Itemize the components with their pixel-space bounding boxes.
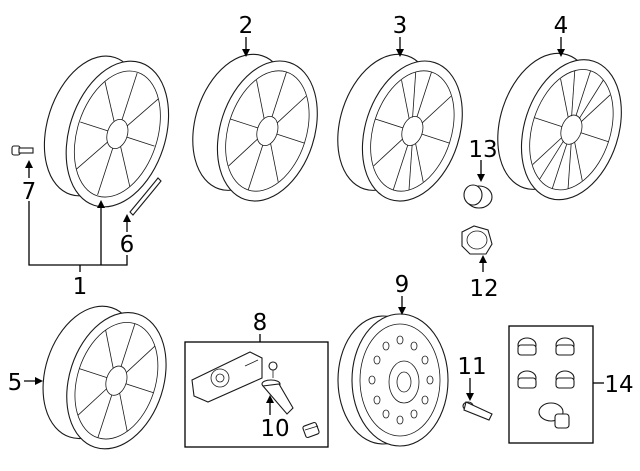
wheel-lock-kit-box [508, 325, 594, 444]
callout-10: 10 [260, 416, 289, 442]
wheel-5 [42, 305, 167, 450]
callout-8: 8 [253, 310, 268, 336]
lug-bolt-7 [11, 145, 34, 156]
wheel-3 [337, 53, 463, 202]
callout-9: 9 [395, 272, 410, 298]
leader-lines [24, 37, 604, 415]
spare-wheel-9 [337, 313, 449, 447]
wheel-lock-nut-set [517, 337, 575, 389]
callout-11: 11 [457, 354, 486, 380]
wheel-4 [497, 52, 622, 201]
valve-stem-10 [261, 379, 294, 415]
tpms-kit-box [184, 341, 329, 448]
valve-stem-11 [462, 401, 493, 421]
callout-12: 12 [469, 276, 498, 302]
trim-strip-6 [129, 177, 162, 216]
callout-13: 13 [468, 137, 497, 163]
center-cap-13 [463, 184, 493, 209]
callout-2: 2 [239, 13, 254, 39]
callout-7: 7 [22, 179, 37, 205]
lug-nut-12 [461, 225, 493, 255]
wheel-2 [192, 53, 318, 202]
callout-4: 4 [554, 13, 569, 39]
callout-1: 1 [73, 274, 88, 300]
callout-3: 3 [393, 13, 408, 39]
wheel-1 [43, 55, 170, 208]
callout-5: 5 [8, 370, 23, 396]
callout-6: 6 [120, 232, 135, 258]
callout-14: 14 [604, 372, 633, 398]
tpms-screw [268, 361, 278, 378]
wheel-lock-key [538, 402, 570, 429]
valve-cap [302, 421, 320, 439]
tpms-sensor [191, 351, 263, 403]
